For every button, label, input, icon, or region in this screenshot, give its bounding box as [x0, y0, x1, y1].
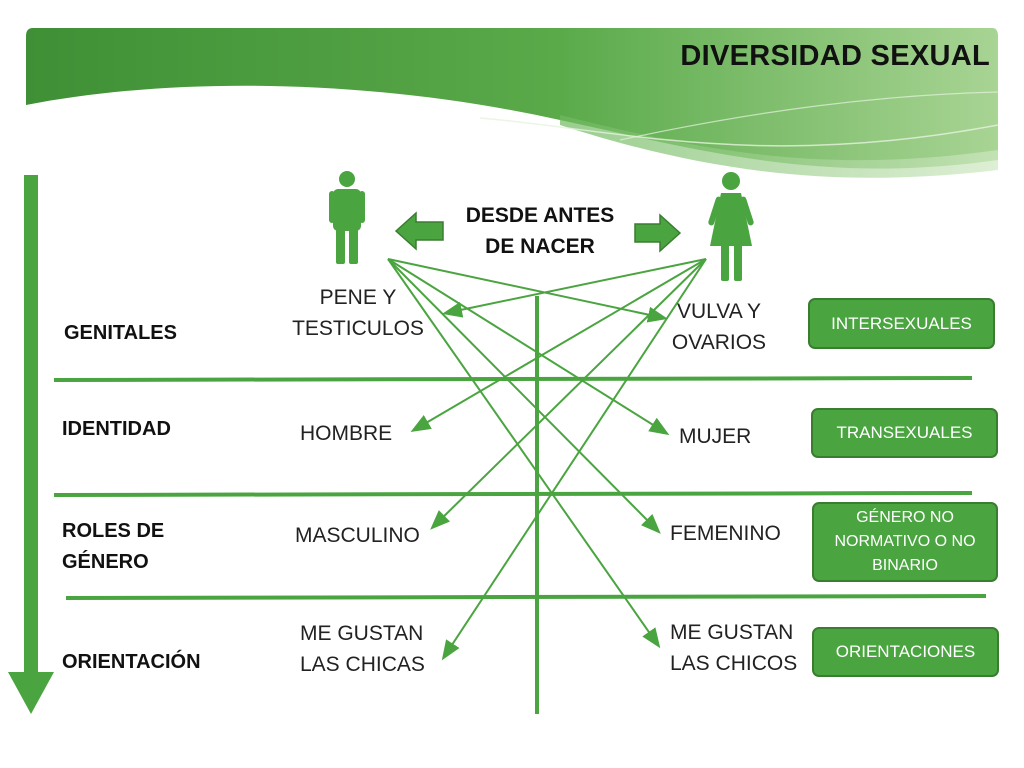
row-divider: [65, 594, 987, 600]
page-title: DIVERSIDAD SEXUAL: [680, 40, 990, 72]
right-orientacion: ME GUSTAN LAS CHICOS: [670, 621, 798, 675]
right-genitales: VULVA Y OVARIOS: [671, 300, 767, 354]
right-roles: FEMENINO: [670, 522, 781, 545]
row-divider: [53, 376, 973, 382]
left-genitales: PENE Y TESTICULOS: [292, 286, 424, 340]
row-divider: [53, 491, 973, 497]
row-label-identidad: IDENTIDAD: [62, 418, 171, 440]
left-orientacion: ME GUSTAN LAS CHICAS: [300, 622, 425, 676]
center-heading: DESDE ANTES DE NACER: [465, 204, 615, 258]
down-arrow-shaft: [24, 175, 38, 680]
row-label-roles: ROLES DE GÉNERO: [62, 520, 165, 573]
badge-genero-no-binario: GÉNERO NO NORMATIVO O NO BINARIO: [812, 502, 998, 582]
badge-orientaciones: ORIENTACIONES: [812, 627, 999, 677]
connection-arrows: [387, 258, 707, 661]
badge-transexuales: TRANSEXUALES: [811, 408, 998, 458]
left-identidad: HOMBRE: [300, 422, 393, 445]
arrow-left-icon: [394, 211, 444, 251]
arrow-right-icon: [634, 213, 682, 253]
female-figure-icon: [708, 172, 754, 281]
badge-intersexuales: INTERSEXUALES: [808, 298, 995, 349]
down-arrow-head-icon: [8, 672, 54, 714]
row-label-orientacion: ORIENTACIÓN: [62, 651, 201, 673]
male-figure-icon: [329, 171, 365, 264]
left-roles: MASCULINO: [295, 524, 420, 547]
header-banner: [26, 28, 999, 178]
right-identidad: MUJER: [679, 425, 752, 448]
row-label-genitales: GENITALES: [64, 322, 177, 344]
